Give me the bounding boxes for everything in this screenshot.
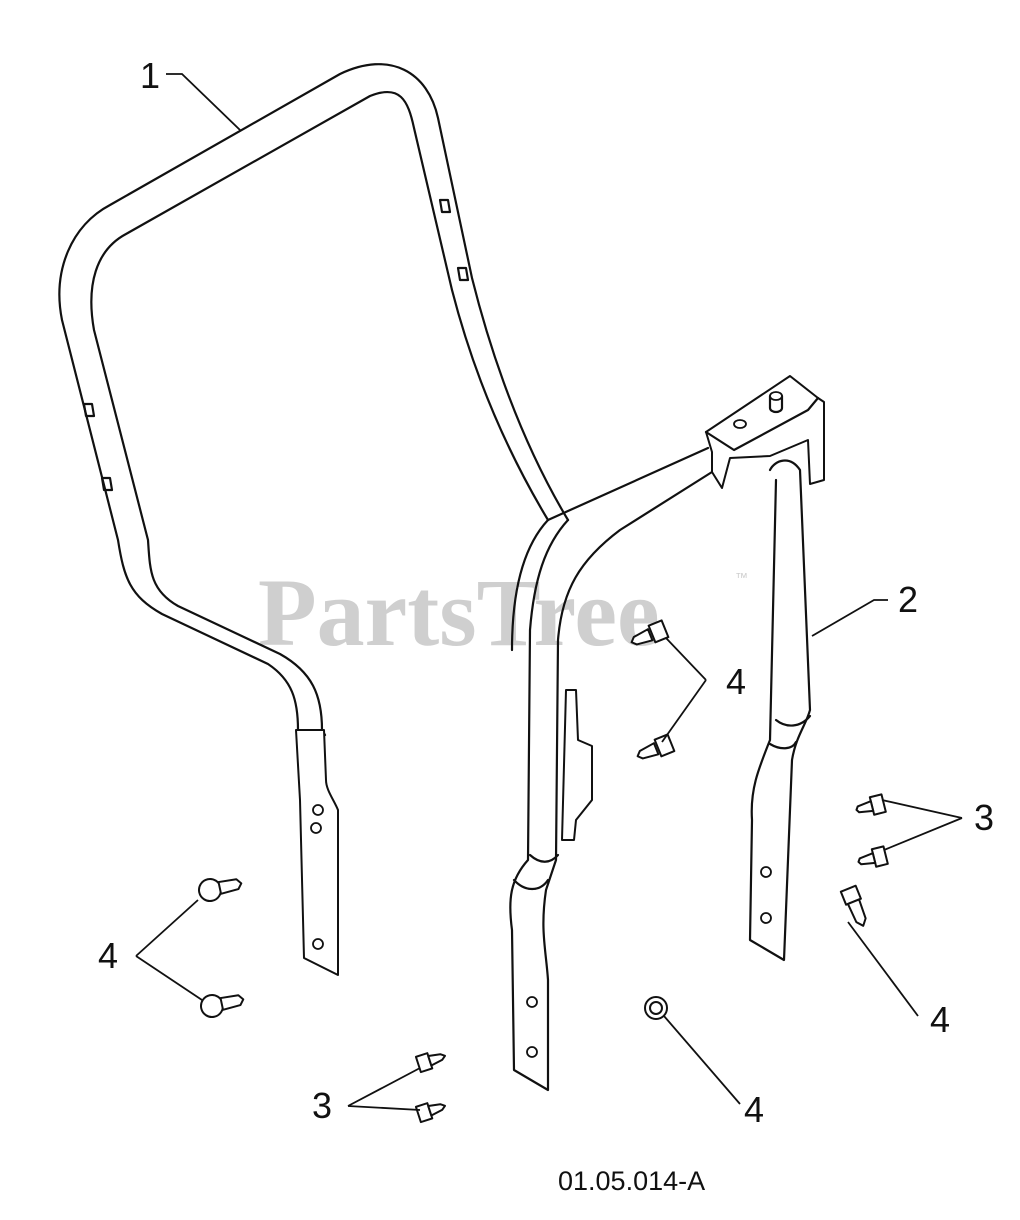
bolt-4-middle-upper[interactable] (628, 619, 670, 650)
bracket-hole (733, 419, 747, 429)
watermark: PartsTree ™ (258, 559, 748, 666)
frame-left-mount-plate (295, 729, 339, 976)
figure-id: 01.05.014-A (558, 1166, 705, 1196)
watermark-trademark: ™ (735, 570, 748, 585)
leader-lines (135, 73, 963, 1111)
mount-hole (310, 822, 322, 834)
lower-handle-frame[interactable] (509, 375, 825, 1092)
callout-part-4-middle: 4 (726, 661, 746, 702)
bolt-4-bottom[interactable] (644, 996, 668, 1020)
bolt-4-left-upper[interactable] (197, 873, 244, 903)
mount-hole (760, 912, 772, 924)
callout-part-4-bottom: 4 (744, 1089, 764, 1130)
callout-part-2: 2 (898, 579, 918, 620)
callout-part-4-right: 4 (930, 999, 950, 1040)
screw-3-bottom-upper[interactable] (414, 1048, 448, 1074)
screw-3-right-lower[interactable] (856, 845, 889, 870)
callout-part-3-right: 3 (974, 797, 994, 838)
callouts: 1 2 4 4 3 3 4 4 (98, 55, 994, 1130)
callout-part-4-left: 4 (98, 935, 118, 976)
watermark-text: PartsTree (258, 559, 660, 666)
screw-3-bottom-lower[interactable] (414, 1098, 448, 1124)
bolt-4-left-lower[interactable] (199, 989, 246, 1019)
mount-hole (526, 996, 538, 1008)
callout-part-3-bottom: 3 (312, 1085, 332, 1126)
mount-hole (526, 1046, 538, 1058)
mount-hole (312, 938, 324, 950)
callout-part-1: 1 (140, 55, 160, 96)
bolt-4-right[interactable] (839, 884, 871, 929)
screw-3-right-upper[interactable] (854, 793, 887, 818)
frame-side-tab (561, 689, 593, 841)
mount-hole (312, 804, 324, 816)
upper-handle-frame[interactable] (58, 63, 570, 976)
mount-hole (760, 866, 772, 878)
bolt-4-middle-lower[interactable] (634, 733, 676, 764)
